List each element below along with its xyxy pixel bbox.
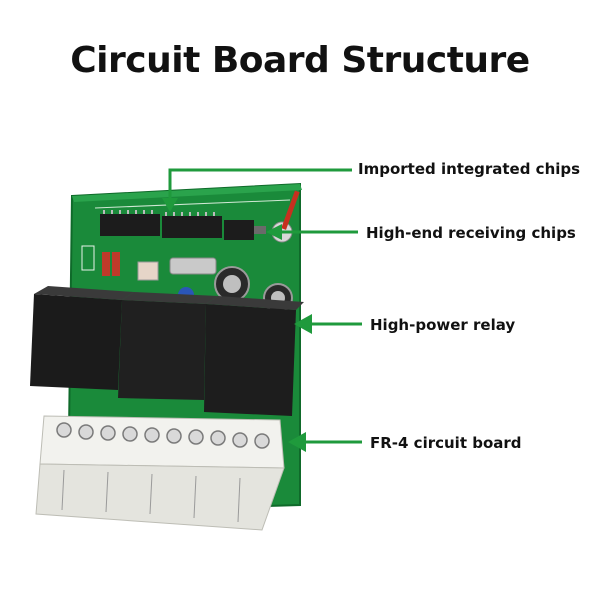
terminal-connector xyxy=(35,415,285,531)
callout-high-power-relay: High-power relay xyxy=(370,316,516,334)
callout-integrated-chips: Imported integrated chips xyxy=(358,160,581,178)
callout-fr4-board: FR-4 circuit board xyxy=(370,434,522,452)
arrow-relay-icon xyxy=(294,314,362,334)
callout-receiving-chips: High-end receiving chips xyxy=(366,224,576,242)
arrow-board-icon xyxy=(288,432,362,452)
arrow-chips-icon xyxy=(162,168,352,212)
integrated-chips xyxy=(100,210,254,240)
page-title: Circuit Board Structure xyxy=(70,40,530,81)
arrow-receiving-icon xyxy=(266,224,358,240)
relays xyxy=(30,286,304,416)
